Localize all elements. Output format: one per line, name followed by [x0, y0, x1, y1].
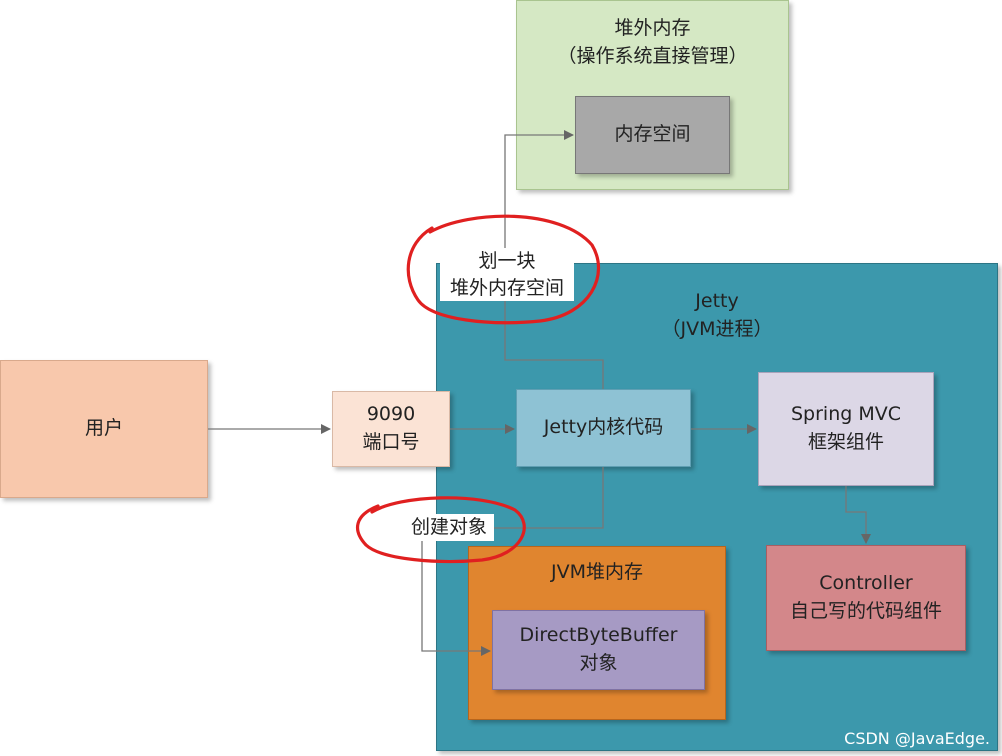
jetty-kernel-box: Jetty内核代码 [516, 389, 691, 467]
offheap-subtitle: （操作系统直接管理） [557, 44, 748, 67]
jetty-kernel-label: Jetty内核代码 [543, 416, 664, 439]
offheap-title: 堆外内存 [614, 17, 691, 39]
direct-byte-buffer-title: DirectByteBuffer [519, 624, 678, 647]
direct-byte-buffer-subtitle: 对象 [579, 652, 618, 674]
memory-space-label: 内存空间 [614, 123, 691, 146]
jetty-subtitle: （JVM进程） [661, 317, 773, 340]
user-box: 用户 [0, 360, 208, 498]
controller-box: Controller 自己写的代码组件 [766, 545, 966, 651]
controller-title: Controller [819, 572, 913, 595]
spring-mvc-title: Spring MVC [790, 403, 901, 426]
direct-byte-buffer-box: DirectByteBuffer 对象 [492, 610, 705, 690]
memory-space-box: 内存空间 [575, 96, 730, 174]
controller-subtitle: 自己写的代码组件 [789, 600, 942, 622]
allocate-offheap-label: 划一块 堆外内存空间 [440, 248, 574, 302]
allocate-label-line2: 堆外内存空间 [449, 276, 564, 299]
watermark: CSDN @JavaEdge. [844, 729, 990, 748]
port-number: 9090 [366, 403, 416, 426]
user-label: 用户 [84, 417, 123, 440]
spring-mvc-box: Spring MVC 框架组件 [758, 372, 934, 486]
port-box: 9090 端口号 [332, 391, 450, 467]
jvm-heap-title: JVM堆内存 [551, 561, 643, 583]
create-object-label: 创建对象 [404, 514, 494, 541]
allocate-label-line1: 划一块 [478, 250, 536, 272]
spring-mvc-subtitle: 框架组件 [807, 431, 884, 453]
port-label: 端口号 [362, 431, 420, 453]
jetty-title: Jetty [695, 290, 739, 312]
